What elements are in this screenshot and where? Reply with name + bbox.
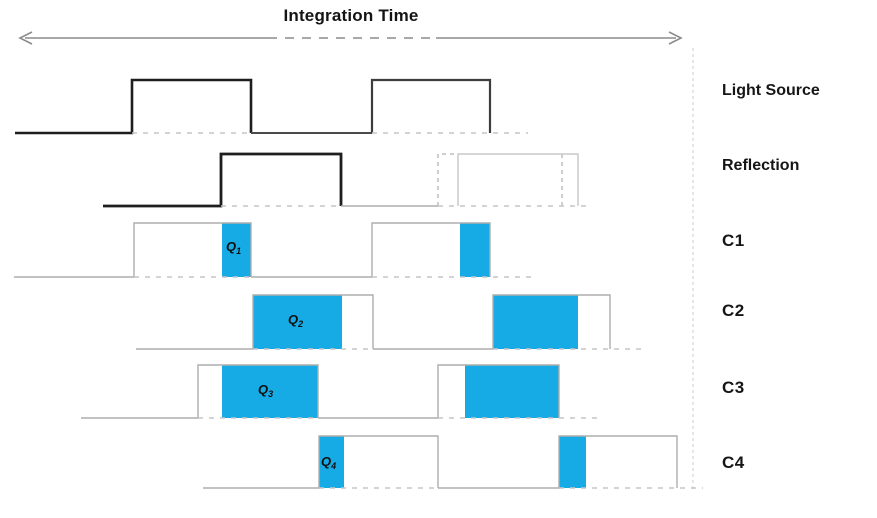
waveform-c4 [438,435,678,489]
charge-label-c1: Q1 [226,239,241,256]
waveform-c4 [203,435,439,489]
charge-region-c1-2 [460,223,490,277]
charge-region-c3-2 [465,365,559,418]
waveform-reflection [437,153,458,206]
waveform-c3 [318,364,560,419]
label-c4: C4 [722,453,745,472]
charge-label-c4: Q4 [321,454,336,471]
waveform-reflection [103,152,343,208]
waveform-reflection [457,153,579,206]
charge-region-c1-1 [222,223,251,277]
charge-region-c2-2 [493,295,578,349]
charge-label-c3: Q3 [258,382,273,399]
charge-region-c2-1 [253,295,342,349]
waveform-c1 [251,222,491,278]
arrowhead-left-icon [18,31,33,45]
label-light-source: Light Source [722,82,820,99]
label-c2: C2 [722,301,745,320]
waveform-c2 [373,294,611,350]
label-c1: C1 [722,231,745,250]
waveform-light-source [15,78,253,135]
charge-label-c2: Q2 [288,312,303,329]
waveform-c3 [81,364,319,419]
waveform-light-source [370,78,492,133]
charge-region-c4-1 [319,436,344,488]
arrowhead-right-icon [668,31,683,45]
label-reflection: Reflection [722,157,800,174]
charge-region-c3-1 [222,365,318,418]
waveform-c1 [14,222,252,278]
waveform-c2 [136,294,374,350]
label-c3: C3 [722,378,745,397]
diagram-title: Integration Time [283,6,419,25]
charge-region-c4-2 [559,436,586,488]
